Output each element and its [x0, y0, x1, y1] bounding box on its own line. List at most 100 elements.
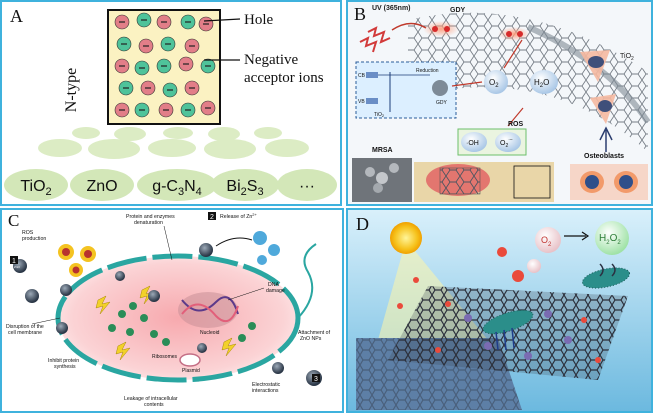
- n-type-label: N-type: [63, 68, 80, 112]
- graphdiyne-mesh: [408, 12, 648, 153]
- reaction-arrowhead: [581, 231, 590, 241]
- disruption-label-line2: cell membrane: [8, 330, 42, 336]
- osteoblasts-label: Osteoblasts: [584, 153, 624, 160]
- pointer-line: [163, 225, 173, 261]
- step-badge-3-num: 3: [314, 376, 318, 383]
- plasmid: [179, 353, 201, 367]
- nucleoid-region: [178, 292, 238, 328]
- ros-label: ROS: [508, 121, 524, 128]
- zn-ion: [257, 255, 267, 265]
- dna-strand: [181, 303, 239, 323]
- panel-d-letter: D: [356, 214, 369, 234]
- inset-vb: VB: [358, 99, 365, 105]
- leakage-label-line2: contents: [144, 402, 164, 408]
- superoxide-bubble: [495, 132, 521, 152]
- arrow-to-gdy: [391, 22, 427, 31]
- uv-light-icon-2: [359, 36, 378, 53]
- release-arrow: [215, 237, 253, 247]
- dna-damage-label-line1: DNA: [268, 282, 279, 288]
- cloud-bubbles: [38, 127, 309, 159]
- hole-pointer-line: [203, 18, 241, 22]
- panel-c: C Nucleoid Ribosomes Plasmid: [0, 208, 344, 413]
- h2o-label: H2O: [534, 78, 549, 89]
- h2o-bubble: [530, 70, 558, 94]
- panel-a-letter: A: [10, 6, 23, 26]
- gdy-sphere: [432, 80, 448, 96]
- bacterium: [582, 267, 630, 289]
- o2-label: O2: [541, 235, 552, 248]
- superoxide-label: O2·−: [500, 137, 513, 149]
- mrsa-cell: [376, 172, 388, 184]
- panel-a-diagram: A N-type Hole Negative acceptor ions: [4, 6, 337, 201]
- panel-c-letter: C: [8, 211, 19, 230]
- step-badge-3: [312, 374, 320, 382]
- charge-dot: [432, 26, 438, 32]
- zno-nanoparticles: [25, 243, 322, 386]
- oh-bubble: [461, 132, 487, 152]
- charge-dot: [517, 31, 523, 37]
- inhibit-label-line2: synthesis: [54, 364, 76, 370]
- o2-small-bubble: [527, 259, 541, 273]
- step-badge-1-num: 1: [12, 258, 16, 265]
- o2-bubble: [484, 70, 508, 94]
- uv-label: UV (365nm): [372, 5, 411, 12]
- attachment-label-line2: ZnO NPs: [300, 336, 322, 342]
- panel-a: A N-type Hole Negative acceptor ions: [0, 0, 342, 206]
- bacterium-pili: [581, 267, 631, 289]
- zno-particle-label: ZnO: [14, 265, 21, 269]
- panel-b-diagram: B UV (365nm) GDY TiO2 CB VB Reduction GD…: [352, 4, 651, 202]
- material-bi2s3: Bi2S3: [226, 178, 263, 198]
- denaturation-label-line1: Protein and enzymes: [126, 214, 175, 220]
- ion-grid: [114, 12, 216, 118]
- material-tio2: TiO2: [20, 178, 51, 198]
- osteoblast-nucleus: [585, 175, 599, 189]
- disruption-label-line1: Disruption of the: [6, 324, 44, 330]
- arrow: [507, 107, 524, 127]
- cell-nucleus: [588, 56, 604, 68]
- arrow: [451, 81, 483, 87]
- denaturation-label-line2: denaturation: [134, 220, 163, 226]
- ros-label-line2: production: [22, 236, 46, 242]
- h2o2-bubble: [595, 221, 629, 255]
- cb-band: [366, 72, 378, 78]
- electron-hole-pair: [423, 21, 459, 37]
- graphene-sheet: [388, 286, 628, 380]
- charge-dot: [444, 26, 450, 32]
- h2o2-label: H2O2: [599, 233, 621, 246]
- attachment-label-line1: Attachment of: [298, 330, 331, 336]
- sun-icon: [390, 222, 422, 254]
- bacterium: [483, 310, 533, 334]
- arrow: [503, 39, 523, 69]
- dna-damage-label-line2: damage: [266, 288, 285, 294]
- pointer-line: [227, 287, 265, 301]
- leakage-label-line1: Leakage of intracellular: [124, 396, 178, 402]
- tio2-label: TiO2: [620, 53, 634, 62]
- panel-b: B UV (365nm) GDY TiO2 CB VB Reduction GD…: [346, 0, 653, 206]
- zn-ion: [268, 244, 280, 256]
- mrsa-label: MRSA: [372, 147, 393, 154]
- material-gc3n4: g-C3N4: [152, 178, 202, 198]
- step-badge-1: [10, 256, 18, 264]
- oh-label: ·OH: [466, 140, 479, 147]
- inset-tio2: TiO2: [374, 112, 385, 118]
- wave-icon: [599, 263, 616, 277]
- gdy-label: GDY: [450, 7, 466, 14]
- dna-strand: [181, 296, 239, 315]
- ribosomes-label: Ribosomes: [152, 354, 178, 360]
- electron-hole-pair: [498, 27, 530, 41]
- material-zno: ZnO: [86, 178, 117, 195]
- electrostatic-label-line1: Electrostatic: [252, 382, 281, 388]
- mrsa-cell: [373, 183, 383, 193]
- inset-reduction: Reduction: [416, 68, 439, 74]
- arrow-head: [599, 126, 613, 141]
- hole-label: Hole: [244, 12, 274, 28]
- pointer-line: [31, 317, 61, 325]
- panel-b-letter: B: [354, 4, 366, 24]
- metal-sites: [464, 310, 572, 360]
- plasmid-label: Plasmid: [182, 368, 200, 374]
- ros-stars: [58, 244, 96, 277]
- mrsa-cell: [365, 167, 375, 177]
- charge-dot: [506, 31, 512, 37]
- implant-mesh: [439, 167, 481, 195]
- material-ovals: [4, 169, 337, 201]
